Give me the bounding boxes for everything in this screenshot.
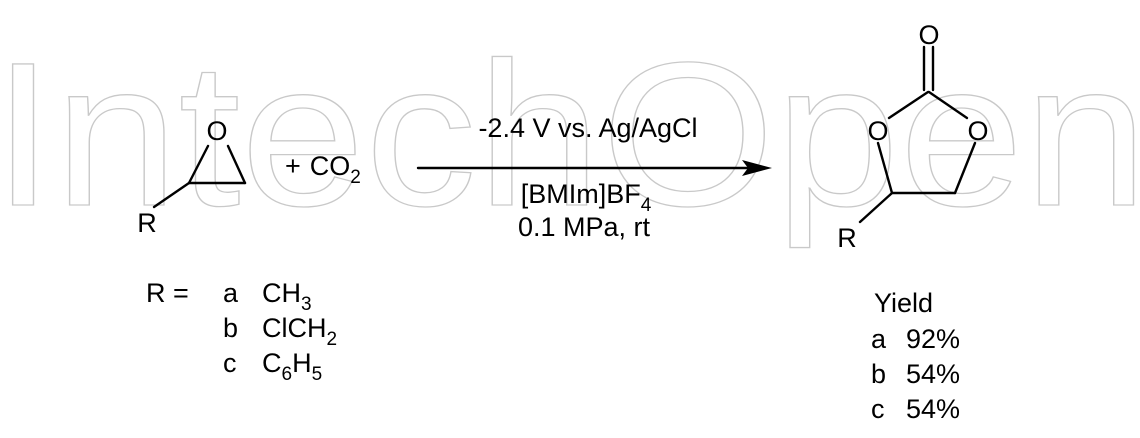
- product-substituent-bond: [858, 191, 894, 224]
- substituent-a-formula: CH3: [262, 278, 312, 315]
- ring-bond-o-ch: [876, 141, 894, 195]
- yield-b-label: b: [871, 359, 886, 389]
- co2-subscript: 2: [350, 167, 361, 188]
- ionic-liquid-main: [BMIm]BF: [521, 179, 641, 209]
- epoxide-bond-right: [226, 144, 247, 185]
- condition-potential: -2.4 V vs. Ag/AgCl: [478, 113, 697, 143]
- substituent-a-label: a: [223, 278, 239, 308]
- product-substituent: R: [837, 223, 857, 253]
- yield-list: Yield a 92% b 54% c 54%: [871, 288, 960, 424]
- cyclic-carbonate-structure: O O O R: [837, 20, 988, 253]
- ring-bond-c-o-right: [927, 90, 969, 120]
- co2-reagent: + CO2: [285, 151, 361, 188]
- ionic-liquid-subscript: 4: [641, 195, 652, 216]
- condition-pressure-temperature: 0.1 MPa, rt: [518, 212, 651, 242]
- arrow-head: [742, 160, 772, 176]
- yield-title: Yield: [874, 288, 933, 318]
- epoxide-substituent: R: [137, 208, 157, 238]
- reaction-arrow: [416, 160, 772, 176]
- substituent-c-label: c: [223, 348, 237, 378]
- yield-c-value: 54%: [906, 394, 960, 424]
- yield-b-value: 54%: [906, 359, 960, 389]
- epoxide-oxygen: O: [206, 116, 227, 146]
- co2-main: CO: [310, 151, 351, 181]
- yield-a-label: a: [871, 324, 887, 354]
- epoxide-bond-left: [187, 144, 210, 185]
- watermark-text: IntechOpen: [0, 20, 1140, 249]
- ring-bond-c-o-left: [887, 90, 930, 120]
- epoxide-substituent-bond: [152, 181, 191, 209]
- ring-bond-ch2-o: [953, 141, 977, 195]
- substituent-lead: R =: [146, 278, 189, 308]
- ring-oxygen-left: O: [867, 116, 888, 146]
- epoxide-structure: O R: [137, 116, 247, 238]
- yield-a-value: 92%: [906, 324, 960, 354]
- substituent-c-formula: C6H5: [262, 348, 322, 385]
- substituent-b-formula: ClCH2: [262, 313, 337, 350]
- condition-ionic-liquid: [BMIm]BF4: [521, 179, 652, 216]
- yield-c-label: c: [871, 394, 885, 424]
- substituent-list: R = a CH3 b ClCH2 c C6H5: [146, 278, 337, 385]
- ring-oxygen-right: O: [967, 116, 988, 146]
- substituent-b-label: b: [223, 313, 238, 343]
- plus-sign: +: [285, 151, 301, 181]
- carbonyl-oxygen: O: [918, 20, 939, 50]
